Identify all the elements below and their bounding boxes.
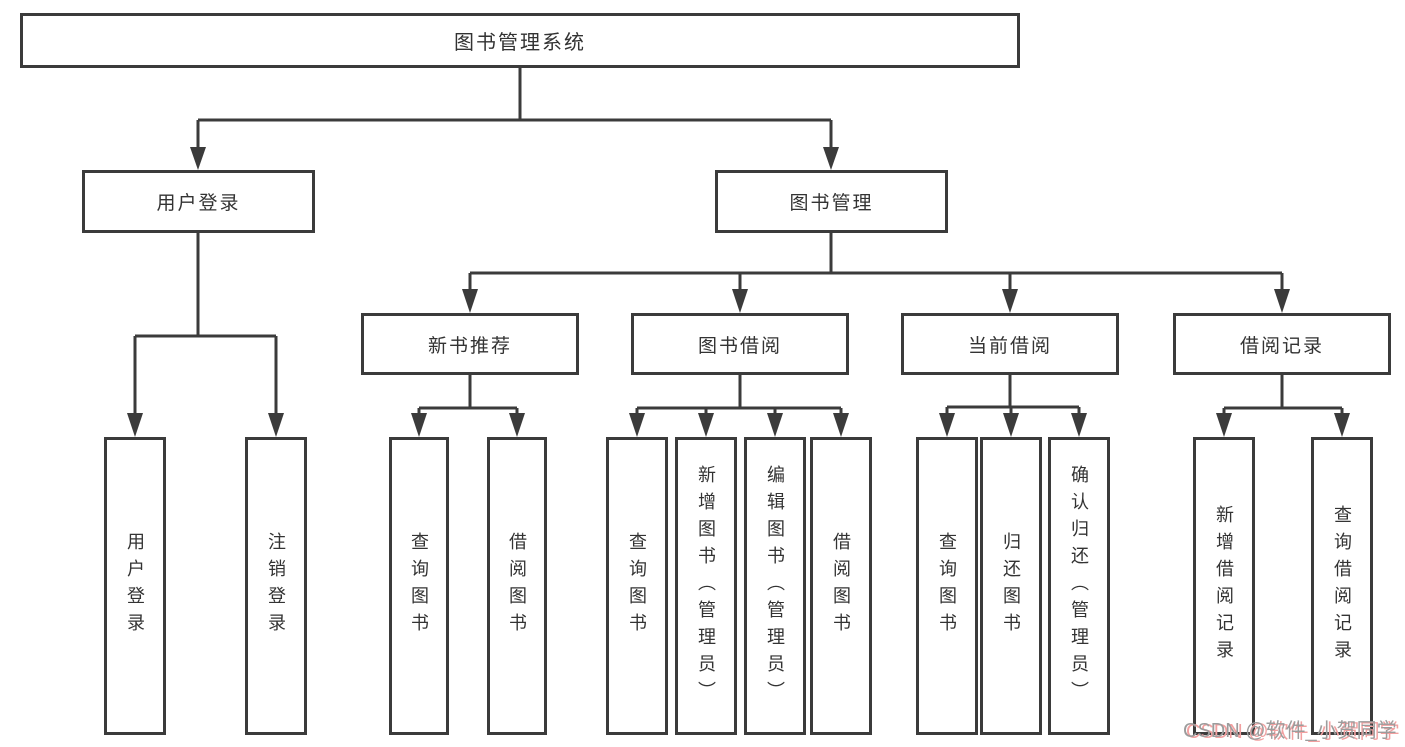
leaf-query-borrow-record: 查询借阅记录 <box>1311 437 1373 735</box>
leaf-query-books-current: 查询图书 <box>916 437 978 735</box>
leaf-query-books-recommend: 查询图书 <box>389 437 449 735</box>
node-book-borrow-label: 图书借阅 <box>697 335 782 357</box>
node-book-borrow: 图书借阅 <box>631 313 849 375</box>
leaf-user-login: 用户登录 <box>104 437 166 735</box>
leaf-logout-label: 注销登录 <box>266 532 286 640</box>
leaf-return-book: 归还图书 <box>980 437 1042 735</box>
node-book-management-label: 图书管理 <box>789 193 874 214</box>
leaf-query-books-borrow: 查询图书 <box>606 437 668 735</box>
csdn-watermark: CSDN @软件_小贺同学 <box>1183 720 1397 742</box>
leaf-query-books-recommend-label: 查询图书 <box>409 532 429 640</box>
leaf-add-book-admin: 新增图书（管理员） <box>675 437 737 735</box>
node-current-borrow-label: 当前借阅 <box>967 335 1052 357</box>
node-new-book-recommend-label: 新书推荐 <box>427 335 512 357</box>
leaf-add-borrow-record: 新增借阅记录 <box>1193 437 1255 735</box>
leaf-query-borrow-record-label: 查询借阅记录 <box>1332 505 1352 667</box>
node-borrow-records-label: 借阅记录 <box>1239 335 1324 357</box>
node-book-management: 图书管理 <box>715 170 948 233</box>
node-user-login: 用户登录 <box>82 170 315 233</box>
node-user-login-label: 用户登录 <box>156 193 241 214</box>
leaf-borrow-books-borrow: 借阅图书 <box>810 437 872 735</box>
node-new-book-recommend: 新书推荐 <box>361 313 579 375</box>
leaf-borrow-books-recommend-label: 借阅图书 <box>507 532 527 640</box>
leaf-add-borrow-record-label: 新增借阅记录 <box>1214 505 1234 667</box>
leaf-user-login-label: 用户登录 <box>125 532 145 640</box>
node-root-label: 图书管理系统 <box>454 32 586 54</box>
node-borrow-records: 借阅记录 <box>1173 313 1391 375</box>
leaf-confirm-return-admin: 确认归还（管理员） <box>1048 437 1110 735</box>
leaf-confirm-return-admin-label: 确认归还（管理员） <box>1069 464 1089 708</box>
leaf-add-book-admin-label: 新增图书（管理员） <box>696 464 716 708</box>
leaf-edit-book-admin-label: 编辑图书（管理员） <box>765 464 785 708</box>
leaf-query-books-borrow-label: 查询图书 <box>627 532 647 640</box>
node-root: 图书管理系统 <box>20 13 1020 68</box>
leaf-logout: 注销登录 <box>245 437 307 735</box>
leaf-return-book-label: 归还图书 <box>1001 532 1021 640</box>
leaf-edit-book-admin: 编辑图书（管理员） <box>744 437 806 735</box>
leaf-query-books-current-label: 查询图书 <box>937 532 957 640</box>
node-current-borrow: 当前借阅 <box>901 313 1119 375</box>
leaf-borrow-books-recommend: 借阅图书 <box>487 437 547 735</box>
leaf-borrow-books-borrow-label: 借阅图书 <box>831 532 851 640</box>
